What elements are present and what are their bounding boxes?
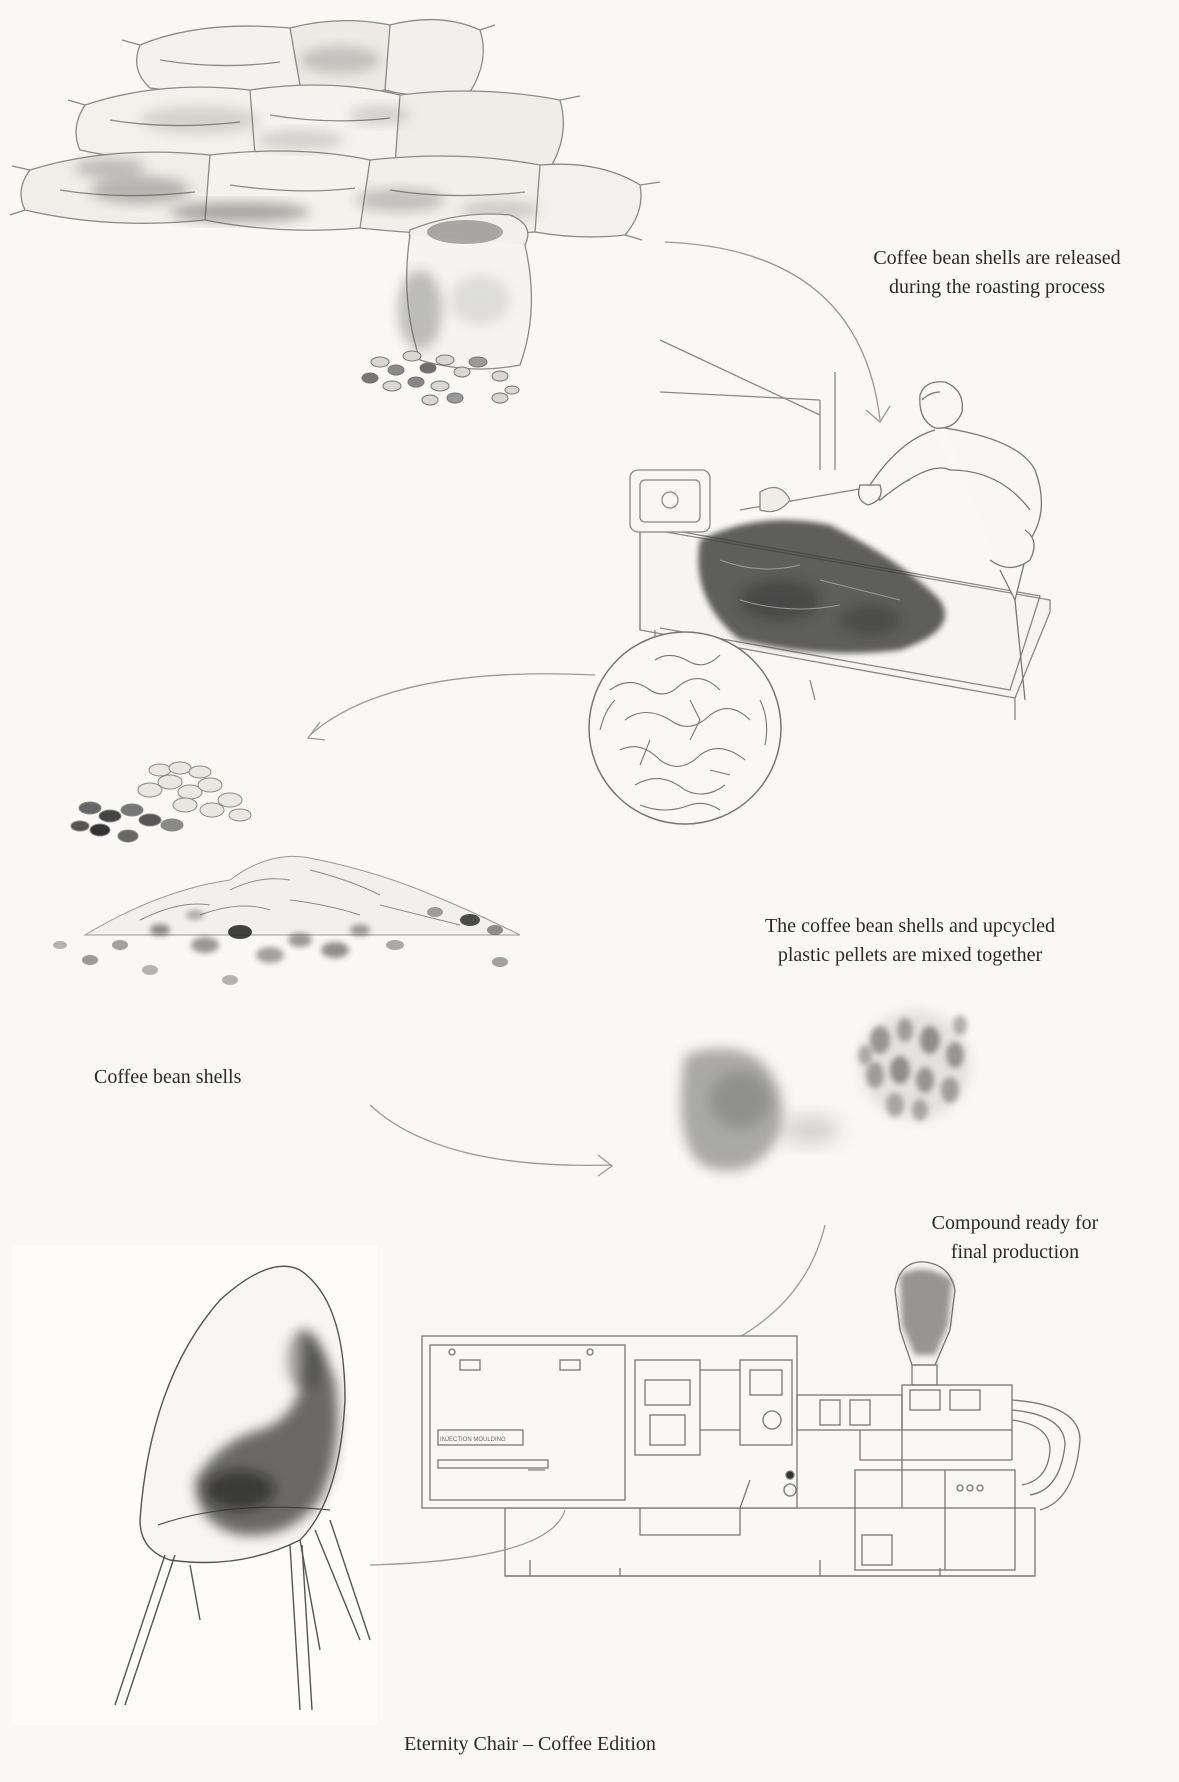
caption-roasting-process: Coffee bean shells are released during t…	[842, 244, 1152, 302]
open-coffee-sack	[398, 214, 531, 369]
caption-roasting-line-1: Coffee bean shells are released	[842, 244, 1152, 273]
roasted-beans-wash	[698, 520, 945, 653]
caption-compound-line-1: Compound ready for	[910, 1209, 1120, 1238]
small-bean-pile	[71, 762, 251, 842]
caption-mixed-line-2: plastic pellets are mixed together	[720, 941, 1100, 970]
arrow-to-mix	[370, 1105, 612, 1165]
caption-compound-line-2: final production	[910, 1238, 1120, 1267]
shell-pile	[53, 856, 520, 985]
plastic-pellets-wash	[858, 1010, 970, 1121]
machine-label: INJECTION MOULDING	[440, 1437, 506, 1443]
arrow-to-shells	[310, 674, 595, 735]
caption-mixed-together: The coffee bean shells and upcycled plas…	[720, 912, 1100, 970]
caption-eternity-chair: Eternity Chair – Coffee Edition	[330, 1730, 730, 1759]
shells-magnified-circle	[589, 632, 781, 824]
injection-moulding-machine	[422, 1262, 1080, 1576]
caption-roasting-line-2: during the roasting process	[842, 273, 1152, 302]
caption-mixed-line-1: The coffee bean shells and upcycled	[720, 912, 1100, 941]
caption-coffee-bean-shells: Coffee bean shells	[94, 1063, 241, 1092]
caption-compound-ready: Compound ready for final production	[910, 1209, 1120, 1267]
mixed-compound-wash	[681, 1049, 840, 1171]
